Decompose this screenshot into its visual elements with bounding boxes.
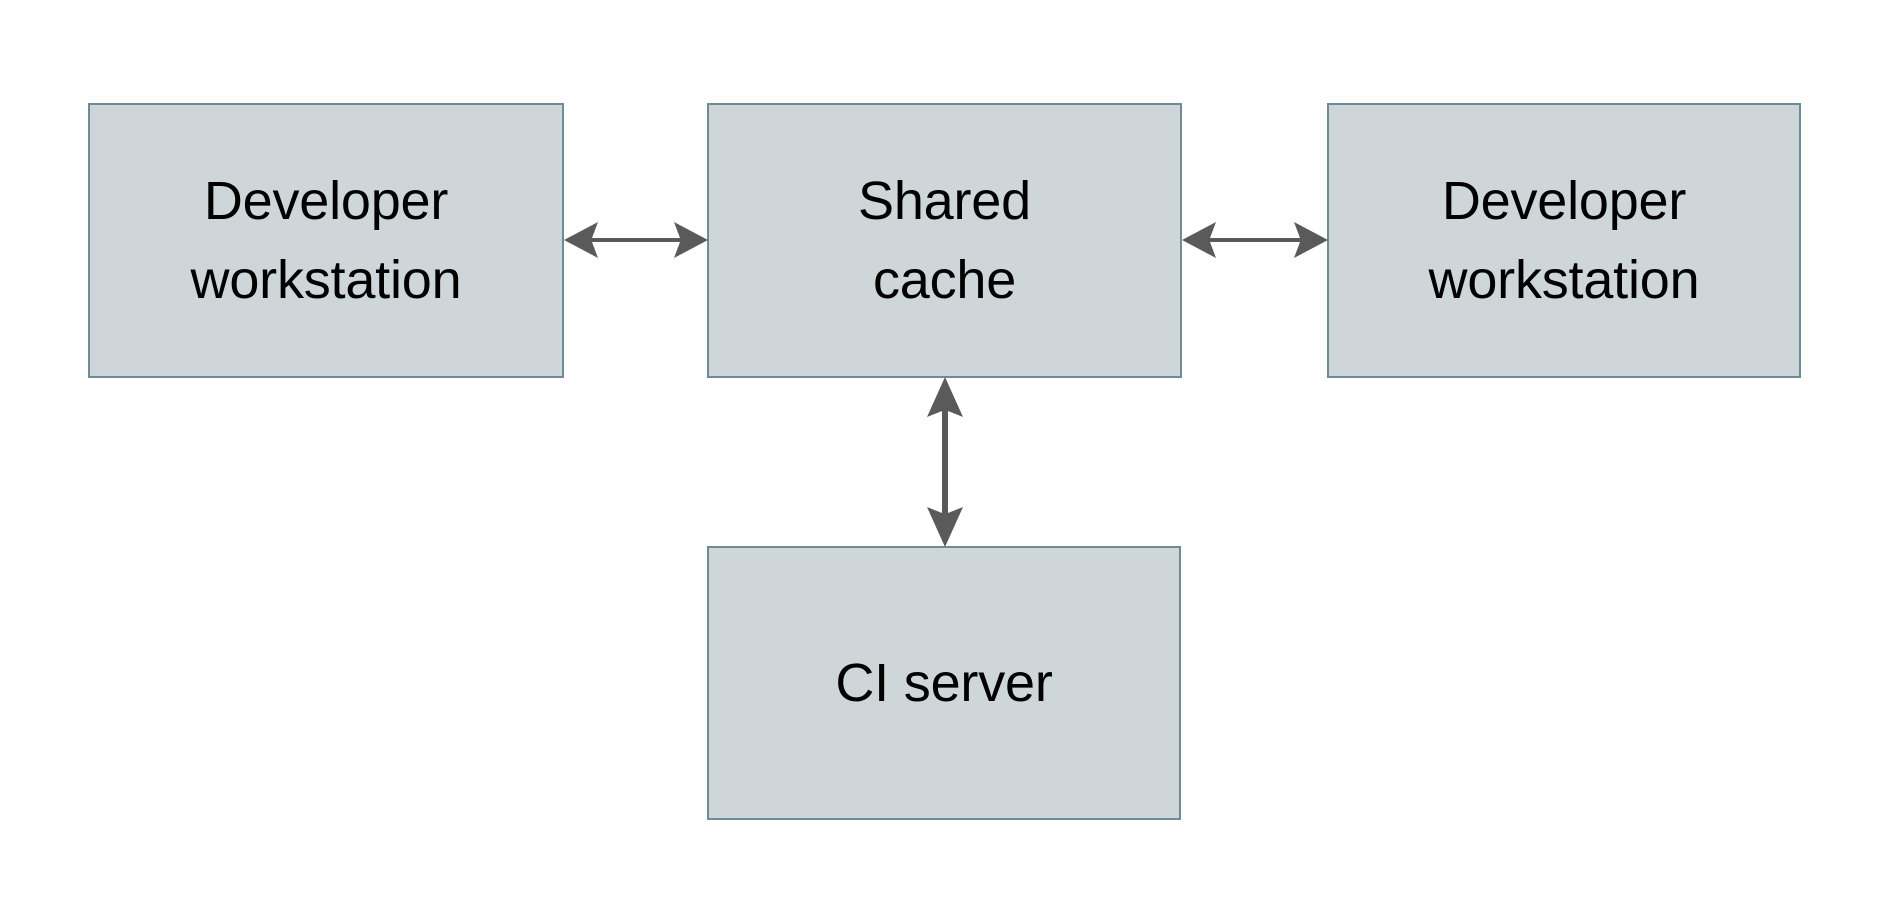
- node-label: CI server: [835, 652, 1053, 713]
- connector-cache-to-dev-right-bidirectional-arrow: [1182, 222, 1328, 258]
- node-developer-workstation-left[interactable]: Developer workstation: [88, 103, 564, 378]
- connector-dev-left-to-cache-bidirectional-arrow: [564, 222, 708, 258]
- connector-cache-to-ci-server-bidirectional-arrow: [927, 377, 963, 547]
- node-ci-server[interactable]: CI server: [707, 546, 1181, 820]
- node-label: Developer workstation: [190, 171, 462, 310]
- node-label: Developer workstation: [1428, 171, 1700, 310]
- node-developer-workstation-right[interactable]: Developer workstation: [1327, 103, 1801, 378]
- node-shared-cache[interactable]: Shared cache: [707, 103, 1182, 378]
- node-label: Shared cache: [858, 171, 1031, 310]
